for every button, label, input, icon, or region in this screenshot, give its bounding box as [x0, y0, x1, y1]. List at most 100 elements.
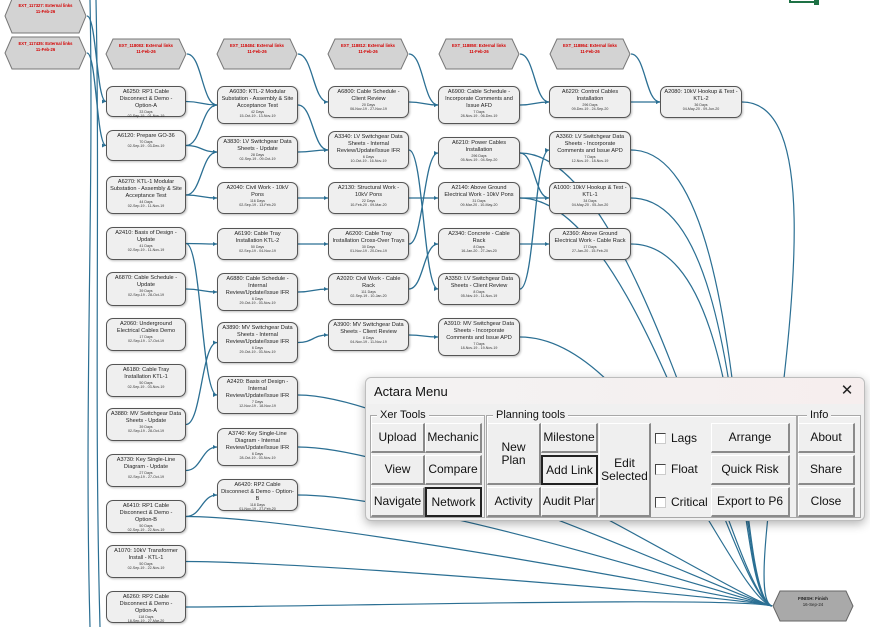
milestone-button[interactable]: Milestone: [541, 423, 598, 453]
export-to-p6-button[interactable]: Export to P6: [711, 487, 790, 517]
compare-button[interactable]: Compare: [425, 455, 482, 485]
activity-button[interactable]: Activity: [487, 487, 541, 517]
activity-dates: 09-Dec-19 - 24-Sep-20: [571, 107, 609, 112]
activity-title: A6270: KTL-1 Modular Substation - Assemb…: [110, 179, 182, 199]
activity-node[interactable]: A2360: Above Ground Electrical Work - Ca…: [549, 228, 631, 260]
activity-node[interactable]: A3900: MV Switchgear Data Sheets - Clien…: [328, 319, 409, 351]
activity-title: A3880: MV Switchgear Data Sheets - Updat…: [110, 411, 182, 424]
arrange-button[interactable]: Arrange: [711, 423, 790, 453]
close-button[interactable]: Close: [798, 487, 855, 517]
activity-node[interactable]: A6900: Cable Schedule - Incorporate Comm…: [438, 86, 520, 124]
external-node-date: 11-Feb-26: [35, 9, 56, 14]
activity-node[interactable]: A6200: Cable Tray Installation Cross-Ove…: [328, 228, 409, 260]
activity-node[interactable]: A2140: Above Ground Electrical Work - 10…: [438, 182, 520, 214]
activity-node[interactable]: A3880: MV Switchgear Data Sheets - Updat…: [106, 408, 186, 441]
quick-risk-button[interactable]: Quick Risk: [711, 455, 790, 485]
dialog-titlebar[interactable]: Actara Menu ✕: [366, 378, 864, 404]
activity-node[interactable]: A3360: LV Switchgear Data Sheets - Incor…: [549, 131, 631, 169]
planning-tools-group: Planning tools: [486, 408, 797, 518]
dialog-title: Actara Menu: [374, 384, 448, 399]
navigate-button[interactable]: Navigate: [371, 487, 425, 517]
activity-dates: 10-Feb-20 - 09-Mar-20: [350, 203, 387, 208]
edit-selected-button[interactable]: Edit Selected: [599, 423, 651, 517]
activity-title: A3910: MV Switchgear Data Sheets - Incor…: [443, 321, 515, 341]
upload-button[interactable]: Upload: [371, 423, 425, 453]
audit-plan-button[interactable]: Audit Plar: [541, 487, 598, 517]
activity-duration: 111 Days: [361, 290, 376, 294]
activity-duration: 27 Days: [139, 471, 153, 475]
activity-node[interactable]: A6270: KTL-1 Modular Substation - Assemb…: [106, 176, 186, 214]
about-button[interactable]: About: [798, 423, 855, 453]
activity-dates: 29-Oct-19 - 03-Nov-19: [239, 301, 276, 306]
link-line: [519, 101, 550, 106]
activity-title: A6030: KTL-2 Modular Substation - Assemb…: [221, 89, 294, 109]
checkbox-box[interactable]: [655, 496, 666, 508]
activity-duration: 50 Days: [250, 245, 265, 249]
checkbox-box[interactable]: [655, 463, 666, 475]
activity-node[interactable]: A3740: Key Single-Line Diagram - Interna…: [217, 428, 298, 466]
activity-node[interactable]: A3350: LV Switchgear Data Sheets - Clien…: [438, 273, 520, 305]
activity-node[interactable]: A6250: RP1 Cable Disconnect & Demo - Opt…: [106, 86, 186, 118]
activity-node[interactable]: A2060: Underground Electrical Cables Dem…: [106, 318, 186, 351]
activity-dates: 04-Nov-19 - 11-Nov-19: [350, 340, 387, 345]
activity-title: A6870: Cable Schedule - Update: [114, 275, 178, 288]
activity-node[interactable]: A3890: MV Switchgear Data Sheets - Inter…: [217, 322, 298, 363]
lags-checkbox[interactable]: Lags: [655, 431, 697, 445]
link-line: [185, 601, 773, 608]
checkbox-box[interactable]: [655, 432, 666, 444]
activity-node[interactable]: A3340: LV Switchgear Data Sheets - Inter…: [328, 131, 409, 169]
activity-duration: 118 Days: [138, 615, 154, 619]
link-line: [519, 53, 550, 103]
activity-node[interactable]: A3830: LV Switchgear Data Sheets - Updat…: [217, 136, 298, 168]
activity-node[interactable]: A6260: RP2 Cable Disconnect & Demo - Opt…: [106, 591, 186, 623]
activity-node[interactable]: A6880: Cable Schedule - Internal Review/…: [217, 273, 298, 311]
view-button[interactable]: View: [371, 455, 425, 485]
close-icon[interactable]: ✕: [840, 382, 854, 399]
new-plan-button[interactable]: New Plan: [487, 423, 541, 485]
mechanic-button[interactable]: Mechanic: [425, 423, 482, 453]
activity-title: A6220: Control Cables Installation: [561, 89, 619, 102]
link-line: [408, 334, 439, 338]
activity-title: A6420: RP2 Cable Disconnect & Demo - Opt…: [221, 482, 294, 502]
activity-duration: 17 Days: [583, 245, 597, 249]
network-button[interactable]: Network: [425, 487, 482, 517]
share-button[interactable]: Share: [798, 455, 855, 485]
activity-node[interactable]: A6410: RP1 Cable Disconnect & Demo - Opt…: [106, 500, 186, 533]
activity-node[interactable]: A6420: RP2 Cable Disconnect & Demo - Opt…: [217, 479, 298, 511]
float-checkbox[interactable]: Float: [655, 462, 698, 476]
link-line: [408, 243, 439, 290]
add-link-button[interactable]: Add Link: [541, 455, 598, 485]
activity-node[interactable]: A2420: Basis of Design - Internal Review…: [217, 376, 298, 414]
activity-node[interactable]: A6030: KTL-2 Modular Substation - Assemb…: [217, 86, 298, 124]
activity-node[interactable]: A3910: MV Switchgear Data Sheets - Incor…: [438, 318, 520, 356]
link-line: [185, 242, 218, 396]
activity-dates: 02-Sep-19 - 27-Oct-19: [128, 475, 164, 480]
link-line: [86, 15, 107, 103]
critical-checkbox[interactable]: Critical: [655, 495, 708, 509]
